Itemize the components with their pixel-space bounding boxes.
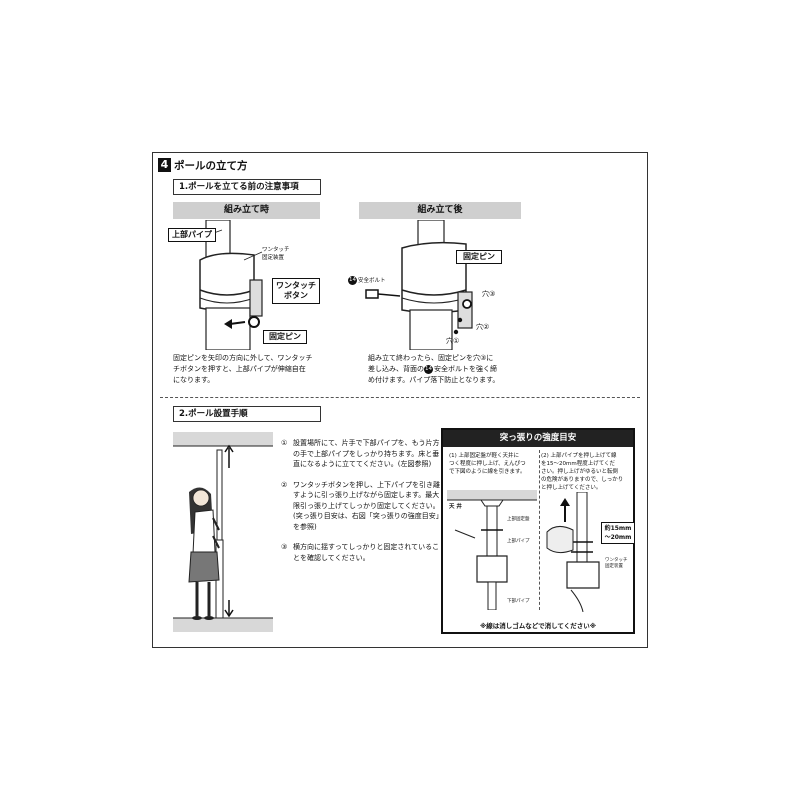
- lower-pipe-panel-label: 下部パイプ: [507, 599, 530, 604]
- hole1-label: 穴①: [446, 337, 460, 345]
- section-divider: [160, 397, 640, 398]
- tension-guide-footer: ※線は消しゴムなどで消してください※: [479, 622, 597, 630]
- onetouch-device-label: ワンタッチ 固定装置: [262, 247, 290, 261]
- section-title: ポールの立て方: [174, 160, 248, 172]
- tension-diagram-left: [447, 490, 537, 610]
- assembly-during-illustration: [199, 220, 263, 350]
- assembly-during-header: 組み立て時: [173, 202, 320, 219]
- onetouch-device-panel-label: ワンタッチ 固定装置: [605, 558, 628, 569]
- assembly-after-illustration: [365, 220, 473, 350]
- safety-bolt-number: 14: [348, 276, 357, 285]
- section-number: 4: [158, 158, 171, 172]
- hole2-label: 穴②: [476, 323, 490, 331]
- caption-line3: め付けます。パイプ落下防止となります。: [368, 376, 500, 384]
- safety-bolt-text: 安全ボルト: [358, 278, 386, 284]
- measure-label: 約15mm 〜20mm: [601, 522, 635, 544]
- panel-divider: [539, 450, 540, 610]
- pole-installation-illustration: [173, 432, 273, 632]
- part1-title: 1.ポールを立てる前の注意事項: [173, 179, 321, 195]
- pin-label-right: 固定ピン: [456, 250, 502, 264]
- caption-line1: 組み立て終わったら、固定ピンを穴③に: [368, 354, 494, 362]
- tension-guide-panel: 突っ張りの強度目安 (1) 上部固定盤が軽く天井に つく程度に押し上げ、えんぴつ…: [441, 428, 635, 634]
- pin-label-left: 固定ピン: [263, 330, 307, 344]
- upper-pipe-label: 上部パイプ: [168, 228, 216, 242]
- tension-diagram-right: [546, 492, 600, 612]
- assembly-during-caption: 固定ピンを矢印の方向に外して、ワンタッチ チボタンを押すと、上部パイプが伸縮自在…: [173, 354, 313, 384]
- hole3-label: 穴③: [482, 290, 496, 298]
- assembly-after-header: 組み立て後: [359, 202, 521, 219]
- tension-guide-title: 突っ張りの強度目安: [443, 430, 633, 447]
- tension-caption-2: (2) 上部パイプを押し上げて線 を15〜20mm程度上げてくだ さい。押し上げ…: [541, 453, 624, 491]
- top-plate-label: 上部固定盤: [507, 517, 530, 522]
- upper-pipe-panel-label: 上部パイプ: [507, 539, 530, 544]
- part2-title: 2.ポール設置手順: [173, 406, 321, 422]
- ceiling-label: 天 井: [449, 504, 462, 510]
- onetouch-button-label: ワンタッチ ボタン: [272, 278, 320, 304]
- tension-caption-1: (1) 上部固定盤が軽く天井に つく程度に押し上げ、えんぴつ で下図のように線を…: [449, 453, 526, 475]
- caption-bolt-badge: 14: [424, 364, 433, 374]
